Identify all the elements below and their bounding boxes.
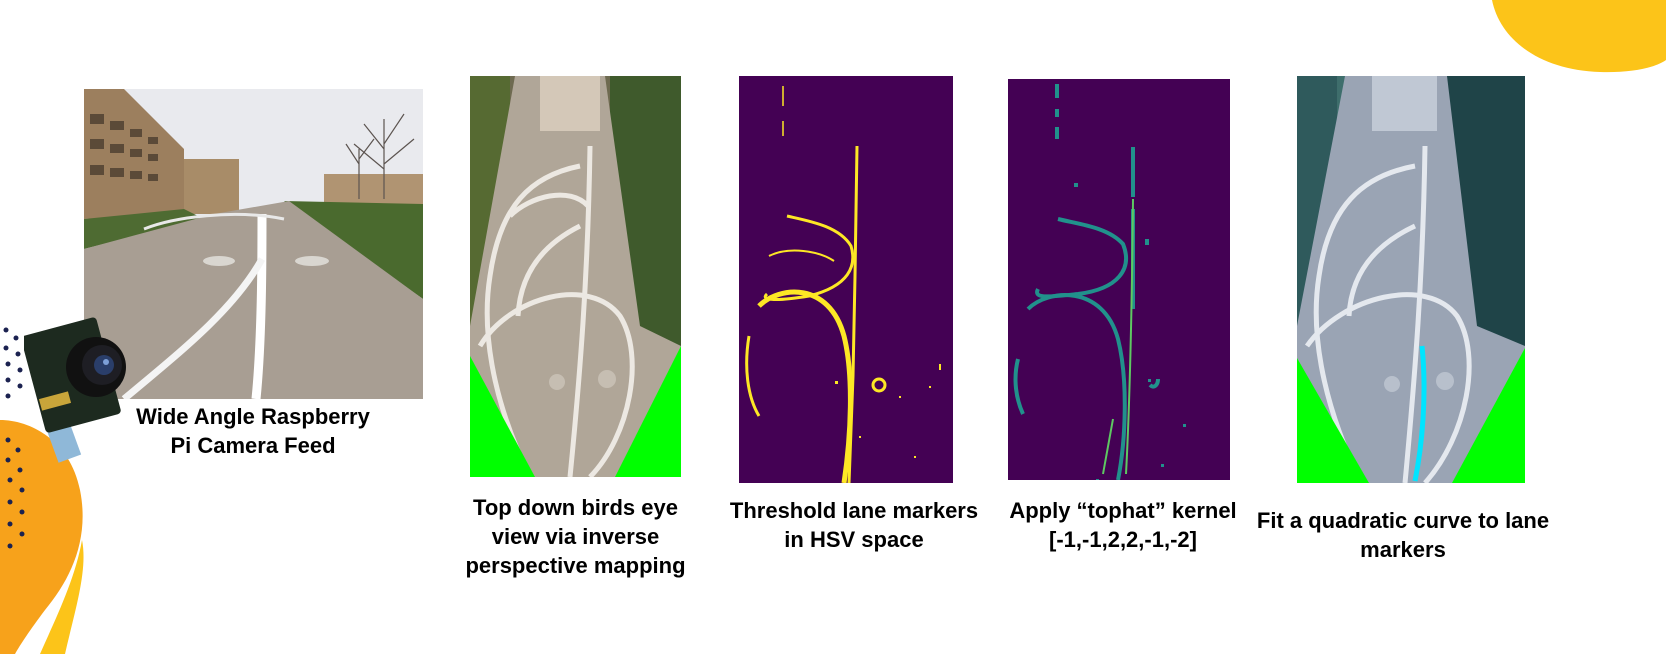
birds-eye-view-image — [470, 76, 681, 477]
decorative-blobs-bottom-left — [0, 327, 84, 654]
caption-line: [-1,-1,2,2,-1,-2] — [1049, 527, 1197, 552]
caption-line: in HSV space — [784, 527, 924, 552]
caption-line: Fit a quadratic curve to lane — [1256, 508, 1550, 533]
caption-line: Wide Angle Raspberry — [136, 404, 370, 429]
caption-line: markers — [1360, 537, 1446, 562]
threshold-image — [739, 76, 953, 483]
quadratic-fit-image — [1297, 76, 1525, 483]
raspberry-pi-camera-icon — [24, 317, 126, 463]
caption-camera-feed: Wide Angle Raspberry Pi Camera Feed — [108, 402, 398, 460]
caption-quadratic-fit: Fit a quadratic curve to lane markers — [1250, 506, 1556, 564]
caption-line: Pi Camera Feed — [170, 433, 336, 458]
caption-line: Threshold lane markers — [729, 498, 979, 523]
tophat-kernel-image — [1008, 79, 1230, 480]
caption-line: Top down birds eye — [473, 495, 678, 520]
caption-birds-eye: Top down birds eye view via inverse pers… — [455, 493, 696, 580]
caption-line: view via inverse — [491, 524, 660, 549]
caption-line: Apply “tophat” kernel — [1009, 498, 1237, 523]
caption-tophat: Apply “tophat” kernel [-1,-1,2,2,-1,-2] — [985, 496, 1261, 554]
caption-threshold: Threshold lane markers in HSV space — [716, 496, 992, 554]
caption-line: perspective mapping — [465, 553, 686, 578]
camera-feed-image — [84, 89, 423, 399]
decorative-yellow-blob-top-right — [1492, 0, 1666, 73]
